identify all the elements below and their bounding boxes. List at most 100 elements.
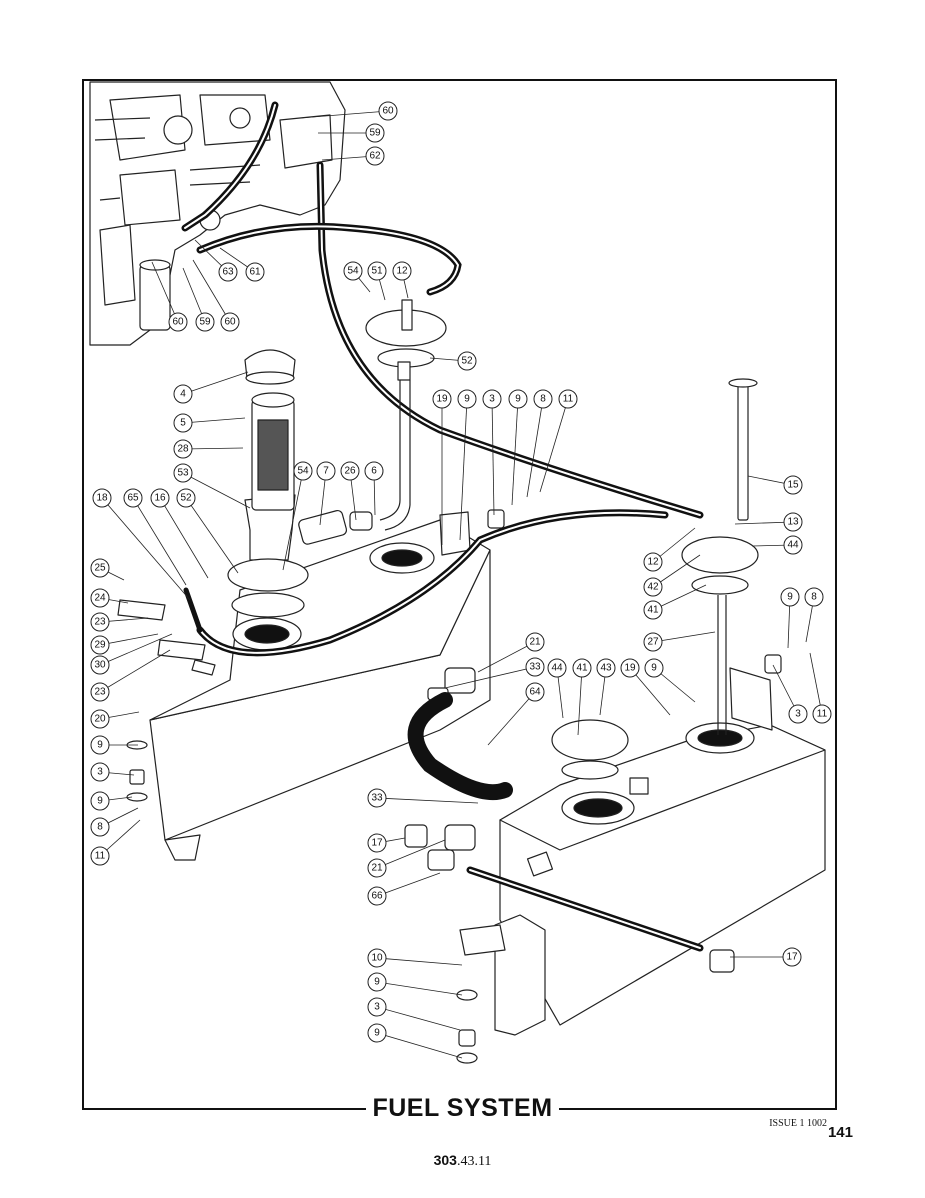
callout-circle [620,658,640,678]
callout-circle [92,488,112,508]
callout-circle [367,886,387,906]
callout-label: 8 [540,394,546,405]
callout-circle [90,612,110,632]
callout-24: 24 [90,588,129,608]
callout-label: 13 [787,517,799,528]
callout-5: 5 [173,413,246,433]
callout-leader [182,417,246,424]
callout-label: 11 [95,851,106,862]
filler-neck [227,349,309,618]
callout-label: 23 [94,687,106,698]
callout-9: 9 [457,389,477,541]
callout-circle [364,461,384,481]
callout-label: 43 [600,663,612,674]
callout-label: 60 [224,317,236,328]
callout-12: 12 [643,527,696,572]
callout-label: 11 [817,709,828,720]
callout-23: 23 [90,649,171,702]
callout-label: 7 [323,466,329,477]
callout-circle [525,632,545,652]
callout-leader [491,398,495,516]
callout-circle [812,704,832,724]
callout-9: 9 [367,1023,463,1059]
callout-label: 9 [374,977,380,988]
callout-leader [182,267,206,323]
callout-26: 26 [340,461,360,521]
callout-circle [572,658,592,678]
callout-circle [457,351,477,371]
callout-leader [299,110,389,119]
callout-label: 4 [180,389,186,400]
callout-label: 63 [222,267,234,278]
callout-circle [558,389,578,409]
callout-circle [788,704,808,724]
callout-leader [151,261,179,323]
callout-label: 5 [180,418,186,429]
callout-circle [508,389,528,409]
callout-circle [392,261,412,281]
callout-circle [525,682,545,702]
callout-leader [182,371,249,395]
callout-circle [457,389,477,409]
callout-label: 3 [97,767,103,778]
callout-leader [376,1006,461,1031]
callout-leader [511,398,519,506]
callout-label: 54 [297,466,309,477]
callout-circle [378,101,398,121]
callout-circle [783,475,803,495]
callout-label: 3 [489,394,495,405]
callout-label: 21 [529,637,541,648]
callout-41: 41 [572,658,592,736]
callout-circle [367,858,387,878]
pipes [379,380,727,735]
callout-4: 4 [173,371,249,404]
callout-8: 8 [804,587,824,643]
callout-label: 64 [529,687,541,698]
callout-circle [367,1023,387,1043]
callout-circle [367,972,387,992]
callout-circle [780,587,800,607]
callout-54: 54 [343,261,371,293]
callout-leader [652,631,716,643]
callout-circle [150,488,170,508]
inspection-cover [551,719,629,780]
callout-51: 51 [367,261,387,301]
callout-29: 29 [90,633,159,655]
callout-leader [282,470,304,571]
callout-20: 20 [90,709,140,729]
callout-circle [316,461,336,481]
callout-circle [173,384,193,404]
callout-label: 15 [787,480,799,491]
callout-circle [90,791,110,811]
callout-circle [644,658,664,678]
callout-66: 66 [367,872,441,906]
callout-7: 7 [316,461,336,526]
callout-label: 26 [344,466,356,477]
callout-circle [596,658,616,678]
callout-label: 60 [382,106,394,117]
callout-circle [90,735,110,755]
callout-leader [444,666,536,689]
callout-circle [643,552,663,572]
callout-circle [293,461,313,481]
callout-leader [159,497,209,579]
callout-label: 25 [94,563,106,574]
callout-44: 44 [751,535,803,555]
callout-64: 64 [487,682,545,746]
callout-label: 60 [172,317,184,328]
callout-label: 30 [94,660,106,671]
callout-circle [432,389,452,409]
callout-59: 59 [318,123,385,143]
callout-label: 19 [436,394,448,405]
callout-leader [99,633,159,646]
callout-label: 27 [647,637,659,648]
callout-label: 29 [94,640,106,651]
callout-circle [365,146,385,166]
callout-circle [525,657,545,677]
callout-leader [376,957,463,966]
callout-label: 51 [371,266,383,277]
callout-label: 52 [461,356,473,367]
callout-circle [643,632,663,652]
diagram-title: FUEL SYSTEM [0,1094,925,1123]
callout-leader [539,398,569,493]
